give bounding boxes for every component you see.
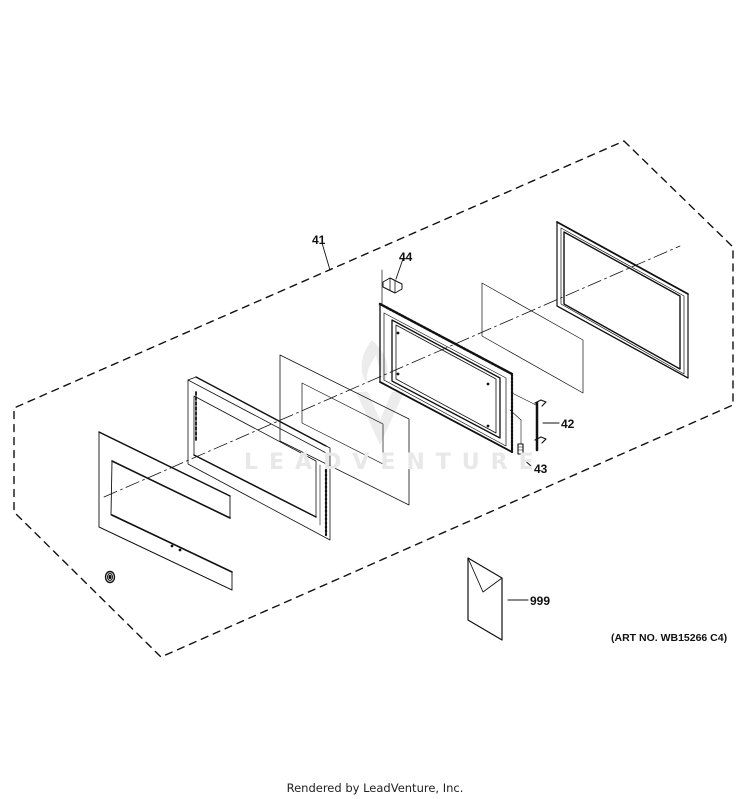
callout-999[interactable]: 999	[530, 594, 551, 608]
rear-choke-frame	[556, 221, 689, 379]
latch-hook	[511, 392, 547, 452]
callout-44[interactable]: 44	[399, 250, 413, 264]
glass-shield	[481, 282, 584, 394]
art-number: (ART NO. WB15266 C4)	[611, 632, 728, 644]
assembly-boundary-outline	[13, 140, 734, 658]
envelope-icon	[467, 557, 503, 641]
callout-42[interactable]: 42	[561, 417, 575, 431]
watermark-logo-icon	[356, 340, 404, 445]
watermark-text: LEADVENTURE	[244, 450, 545, 475]
outer-door-panel	[98, 431, 233, 591]
callout-43[interactable]: 43	[534, 462, 548, 476]
hinge-bracket	[382, 277, 403, 294]
latch-spring	[509, 409, 524, 455]
callout-41[interactable]: 41	[312, 233, 326, 247]
leader-44	[395, 255, 405, 280]
door-screen-panel	[279, 354, 410, 506]
footer-credit: Rendered by LeadVenture, Inc.	[286, 781, 464, 795]
inner-door-frame	[378, 269, 514, 454]
door-frame	[187, 376, 331, 541]
leader-41	[321, 242, 331, 271]
knob-icon	[104, 570, 116, 584]
leader-43	[521, 457, 532, 467]
